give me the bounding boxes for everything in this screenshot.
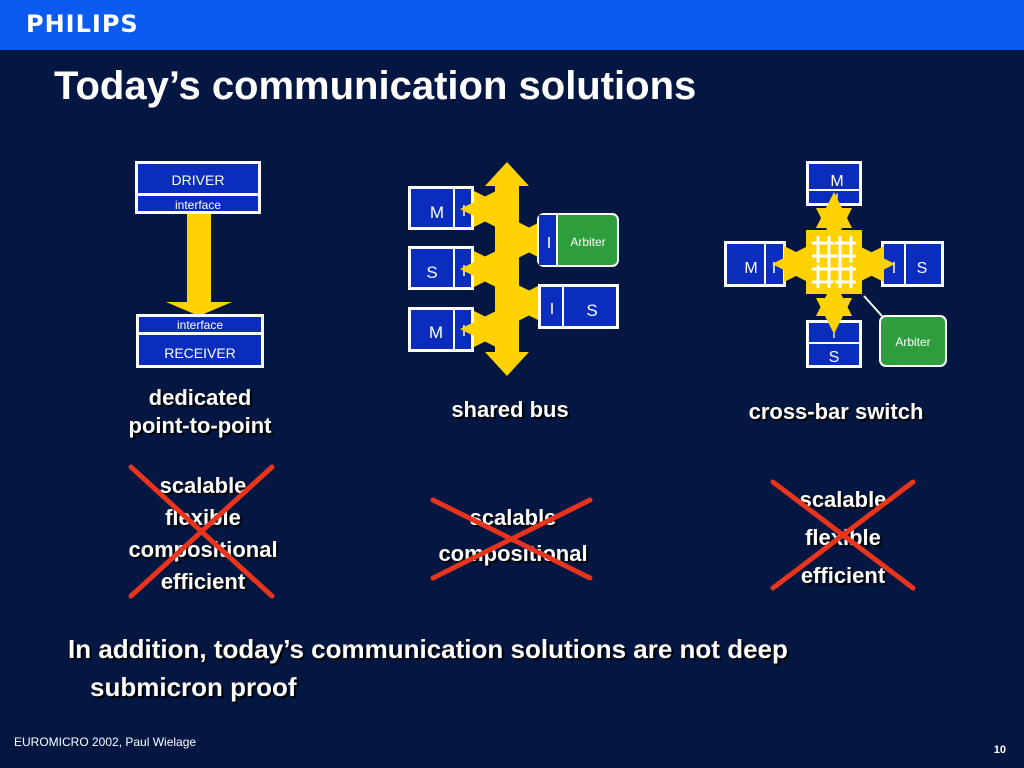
crossbar-top-m: M bbox=[830, 173, 843, 190]
p2p-property: scalable bbox=[159, 473, 247, 498]
bus-module-3-left: M bbox=[429, 323, 443, 342]
slide-title: Today’s communication solutions bbox=[54, 64, 697, 108]
bus-slave-right: S bbox=[586, 301, 597, 320]
bottom-statement-line2: submicron proof bbox=[90, 672, 297, 702]
p2p-caption-line2: point-to-point bbox=[128, 413, 272, 438]
crossbar-cross-mark bbox=[770, 479, 916, 591]
bus-slave-left: I bbox=[550, 301, 554, 318]
crossbar-bottom-s: S bbox=[829, 349, 840, 366]
driver-interface-label: interface bbox=[175, 198, 221, 212]
p2p-properties: scalable flexible compositional efficien… bbox=[100, 470, 306, 598]
bus-arbiter-label: Arbiter bbox=[570, 235, 605, 249]
driver-label: DRIVER bbox=[172, 172, 225, 188]
bus-diagram: M I S I M I I Arbi bbox=[408, 162, 619, 376]
p2p-property: compositional bbox=[128, 537, 278, 562]
communication-diagram: DRIVER interface interface RECEIVER M I bbox=[135, 161, 947, 376]
bus-cross-mark bbox=[430, 497, 593, 581]
p2p-cross-mark bbox=[128, 464, 275, 599]
crossbar-arbiter: Arbiter bbox=[879, 315, 947, 367]
crossbar-right-s: S bbox=[917, 260, 928, 277]
p2p-caption: dedicated point-to-point bbox=[100, 384, 300, 440]
receiver-box: interface RECEIVER bbox=[136, 314, 264, 368]
bus-arbiter: I Arbiter bbox=[537, 213, 619, 267]
crossbar-diagram: M I M I I S I S bbox=[724, 161, 947, 368]
crossbar-properties: scalable flexible efficient bbox=[742, 481, 944, 595]
bus-slave: I S bbox=[538, 284, 619, 329]
receiver-interface-label: interface bbox=[177, 318, 223, 332]
p2p-arrow bbox=[166, 214, 232, 316]
bus-module-2-left: S bbox=[426, 263, 437, 282]
bottom-statement-line1: In addition, today’s communication solut… bbox=[68, 634, 788, 664]
p2p-property: efficient bbox=[160, 569, 246, 594]
p2p-diagram: DRIVER interface interface RECEIVER bbox=[135, 161, 264, 368]
bottom-statement: In addition, today’s communication solut… bbox=[68, 630, 788, 706]
receiver-label: RECEIVER bbox=[164, 345, 236, 361]
driver-box: DRIVER interface bbox=[135, 161, 261, 214]
crossbar-property: scalable bbox=[799, 487, 887, 512]
bus-module-1-left: M bbox=[430, 203, 444, 222]
crossbar-left-m: M bbox=[744, 260, 757, 277]
bus-arbiter-port: I bbox=[547, 235, 551, 252]
crossbar-connectors bbox=[772, 192, 895, 334]
page-number: 10 bbox=[993, 744, 1006, 756]
bus-caption: shared bus bbox=[451, 397, 569, 422]
philips-logo: PHILIPS bbox=[26, 10, 139, 38]
p2p-caption-line1: dedicated bbox=[148, 385, 252, 410]
crossbar-arbiter-label: Arbiter bbox=[895, 335, 930, 349]
crossbar-caption: cross-bar switch bbox=[748, 399, 924, 424]
top-bar: PHILIPS bbox=[0, 0, 1024, 50]
bus-connectors bbox=[460, 191, 554, 347]
footer-credit: EUROMICRO 2002, Paul Wielage bbox=[14, 735, 197, 749]
crossbar-property: efficient bbox=[800, 563, 886, 588]
